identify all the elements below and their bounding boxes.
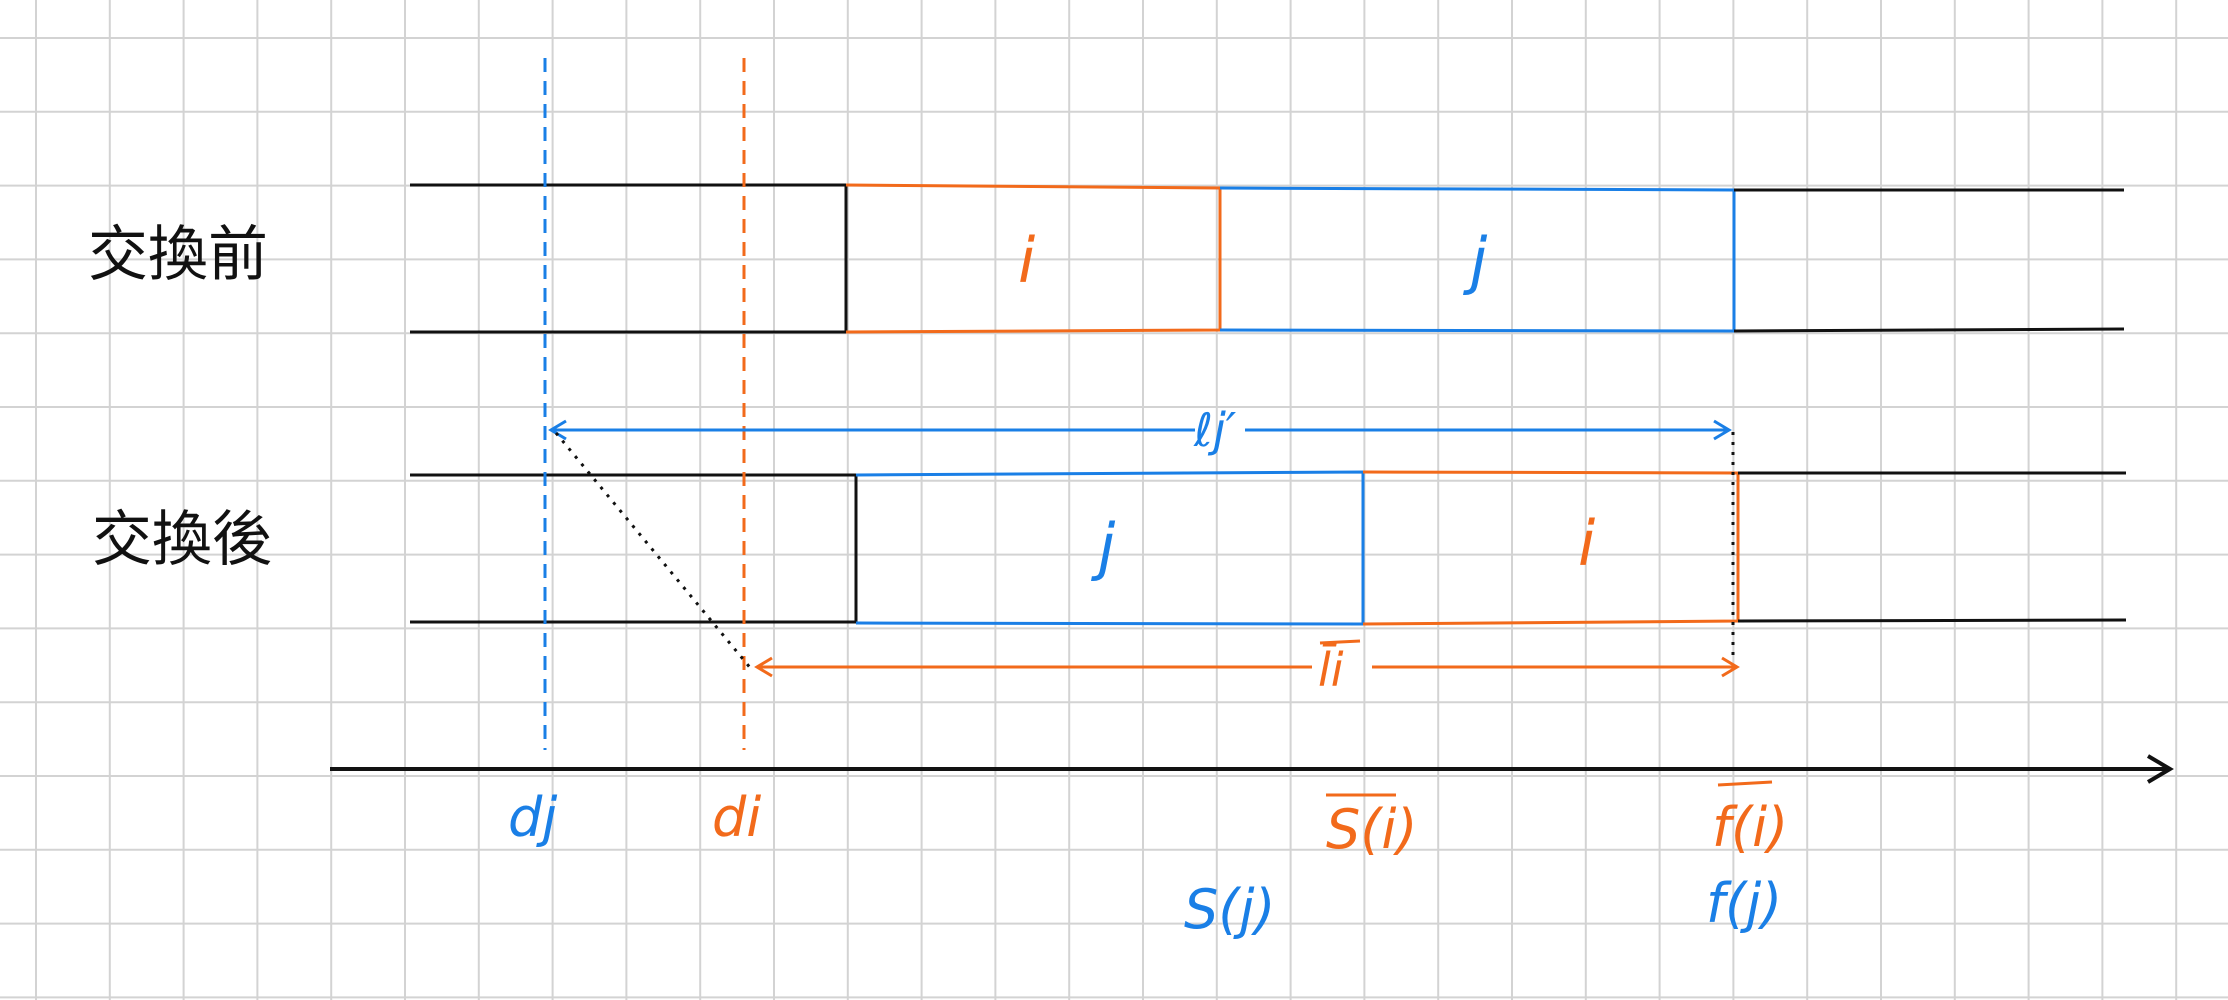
axis-label-f-j: f(j) xyxy=(1706,872,1782,935)
axis-label-s-bar-i: S(i) xyxy=(1326,798,1417,861)
after-job-i-block xyxy=(1362,470,1740,626)
row-label-after: 交換後 xyxy=(92,505,272,575)
lateness-arrow-i xyxy=(754,656,1740,678)
lateness-arrow-j xyxy=(548,419,1732,441)
after-preceding-block xyxy=(410,473,858,624)
dotted-diagonal-helper xyxy=(554,432,754,671)
lateness-label-i-overbar xyxy=(1319,639,1361,645)
before-following-block xyxy=(1733,188,2125,333)
after-following-block xyxy=(1737,471,2127,623)
before-preceding-block xyxy=(410,183,848,334)
axis-label-di: di xyxy=(712,786,761,849)
axis-label-f-bar-i: f(i) xyxy=(1712,796,1788,859)
after-job-j-block xyxy=(855,470,1365,626)
after-job-i-label: i xyxy=(1578,507,1595,580)
before-job-i-block xyxy=(845,183,1222,334)
axis-label-f-bar-overbar xyxy=(1717,780,1773,787)
before-job-j-block xyxy=(1219,186,1736,333)
before-job-j-label: j xyxy=(1463,224,1488,297)
lateness-label-i: l̄i xyxy=(1318,643,1344,697)
axis-label-dj: dj xyxy=(508,786,557,849)
lateness-label-j: ℓj′ xyxy=(1193,403,1237,457)
time-axis-arrowhead xyxy=(2146,754,2174,784)
axis-label-s-j: S(j) xyxy=(1184,878,1275,941)
before-schedule-row: i j xyxy=(410,183,2125,334)
after-job-j-label: j xyxy=(1091,510,1116,583)
row-label-before: 交換前 xyxy=(88,220,268,290)
after-schedule-row: j i xyxy=(410,470,2127,626)
before-job-i-label: i xyxy=(1018,224,1035,297)
